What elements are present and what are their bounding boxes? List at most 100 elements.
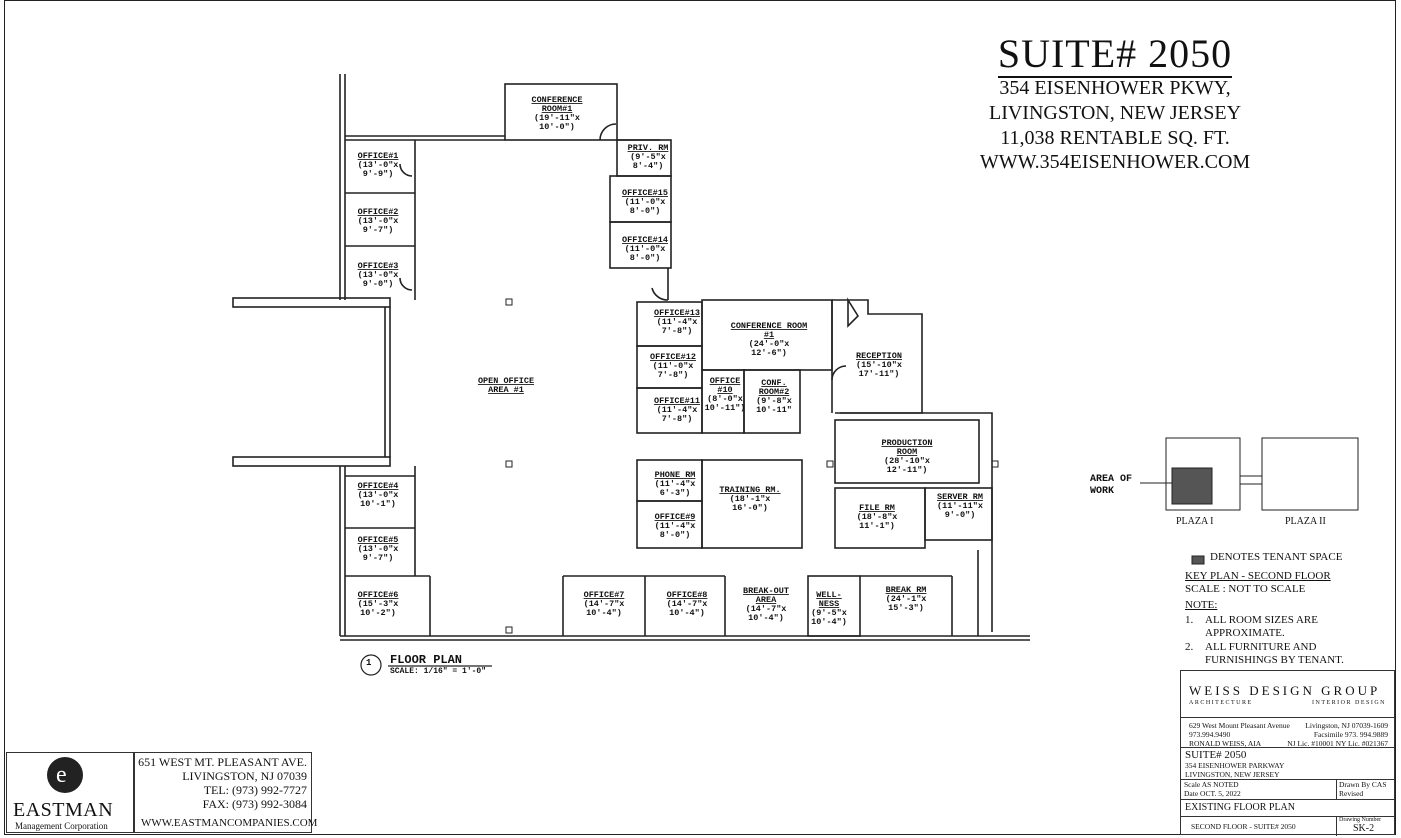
date-field: Date OCT. 5, 2022 <box>1184 789 1241 798</box>
room-name: PHONE RM <box>655 470 696 480</box>
room-label-conf2: CONF.ROOM#2(9'-8"x10'-11" <box>756 378 792 415</box>
room-size: 8'-0") <box>660 530 691 540</box>
room-name: SERVER RM <box>937 492 983 502</box>
eastman-address: 651 WEST MT. PLEASANT AVE.LIVINGSTON, NJ… <box>138 755 307 811</box>
drawing-title: EXISTING FLOOR PLAN <box>1185 802 1295 813</box>
drawing-number: SK-2 <box>1353 823 1375 834</box>
room-label-office14: OFFICE#14(11'-0"x8'-0") <box>622 235 668 263</box>
key-plan-diagram <box>1140 437 1359 565</box>
room-size: 9'-7") <box>363 553 394 563</box>
room-size: 10'-4") <box>811 617 847 627</box>
room-label-phone: PHONE RM(11'-4"x6'-3") <box>655 470 696 498</box>
room-size: 10'-4") <box>586 608 622 618</box>
room-label-conf-mid: CONFERENCE ROOM#1(24'-0"x12'-6") <box>731 321 808 358</box>
room-size: 10'-0") <box>539 122 575 132</box>
room-size: 7'-8") <box>662 414 693 424</box>
room-name: OFFICE#11 <box>654 396 700 406</box>
room-size: 9'-9") <box>363 169 394 179</box>
room-size: (11'-4"x <box>657 317 698 327</box>
room-name: AREA #1 <box>488 385 524 395</box>
city-line: LIVINGSTON, NEW JERSEY <box>988 102 1242 124</box>
title-block: WEISS DESIGN GROUP ARCHITECTURE INTERIOR… <box>1180 670 1395 836</box>
eastman-name: EASTMAN <box>13 799 114 821</box>
room-name: OFFICE#3 <box>358 261 399 271</box>
room-name: OFFICE#9 <box>655 512 696 522</box>
room-label-file: FILE RM(18'-8"x11'-1") <box>857 503 898 531</box>
revised-field: Revised <box>1339 789 1364 798</box>
drawing-number-label: Drawing Number <box>1339 817 1382 823</box>
caption-title: FLOOR PLAN <box>390 653 463 667</box>
room-size: 10'-11") <box>705 403 746 413</box>
sheet-description: SECOND FLOOR - SUITE# 2050 <box>1191 822 1296 831</box>
room-size: 8'-4") <box>633 161 664 171</box>
room-size: (13'-0"x <box>358 270 399 280</box>
room-size: (11'-11"x <box>937 501 983 511</box>
room-name: OFFICE#13 <box>654 308 700 318</box>
room-name: OFFICE#12 <box>650 352 696 362</box>
room-size: (13'-0"x <box>358 216 399 226</box>
room-label-office9: OFFICE#9(11'-4"x8'-0") <box>655 512 696 540</box>
room-label-office6: OFFICE#6(15'-3"x10'-2") <box>358 590 399 618</box>
room-name: BREAK RM <box>886 585 927 595</box>
room-label-office15: OFFICE#15(11'-0"x8'-0") <box>622 188 668 216</box>
room-label-reception: RECEPTION(15'-10"x17'-11") <box>856 351 902 379</box>
room-size: 12'-6") <box>751 348 787 358</box>
room-label-office1: OFFICE#1(13'-0"x9'-9") <box>358 151 399 179</box>
room-size: (13'-0"x <box>358 544 399 554</box>
room-name: CONFERENCE <box>531 95 582 105</box>
room-name: CONFERENCE ROOM <box>731 321 808 331</box>
room-label-wellness: WELL-NESS(9'-5"x10'-4") <box>811 590 847 627</box>
address-line: 354 EISENHOWER PKWY, <box>999 77 1231 99</box>
room-size: 8'-0") <box>630 253 661 263</box>
scale-field: Scale AS NOTED <box>1184 780 1239 789</box>
room-name: ROOM <box>897 447 917 457</box>
room-name: #1 <box>764 330 774 340</box>
room-label-office8: OFFICE#8(14'-7"x10'-4") <box>667 590 708 618</box>
room-label-training: TRAINING RM.(18'-1"x16'-0") <box>719 485 780 513</box>
room-size: (24'-1"x <box>886 594 927 604</box>
room-size: 17'-11") <box>859 369 900 379</box>
room-name: OFFICE#15 <box>622 188 668 198</box>
room-name: PRIV. RM <box>628 143 669 153</box>
key-plan-scale: SCALE : NOT TO SCALE <box>1185 583 1306 595</box>
room-size: (13'-0"x <box>358 490 399 500</box>
room-size: 6'-3") <box>660 488 691 498</box>
room-label-office13: OFFICE#13(11'-4"x7'-8") <box>654 308 700 336</box>
room-size: (15'-3"x <box>358 599 399 609</box>
room-name: ROOM#1 <box>542 104 573 114</box>
room-size: (19'-11"x <box>534 113 580 123</box>
room-size: (24'-0"x <box>749 339 790 349</box>
room-label-office10: OFFICE#10(8'-0"x10'-11") <box>705 376 746 413</box>
room-name: OFFICE#4 <box>358 481 399 491</box>
room-size: (14'-7"x <box>746 604 787 614</box>
eastman-logo-box: e EASTMAN Management Corporation <box>6 752 134 833</box>
suite-title: SUITE# 2050 <box>997 31 1233 78</box>
room-size: 8'-0") <box>630 206 661 216</box>
room-size: (8'-0"x <box>707 394 743 404</box>
caption-number: 1 <box>366 658 372 668</box>
room-size: (14'-7"x <box>667 599 708 609</box>
room-label-priv: PRIV. RM(9'-5"x8'-4") <box>628 143 669 171</box>
room-size: (18'-1"x <box>730 494 771 504</box>
room-size: (11'-4"x <box>657 405 698 415</box>
room-size: 9'-0") <box>363 279 394 289</box>
room-name: OFFICE#2 <box>358 207 399 217</box>
website-line: WWW.354EISENHOWER.COM <box>979 151 1251 173</box>
room-name: AREA <box>756 595 777 605</box>
legend-text: DENOTES TENANT SPACE <box>1210 551 1343 563</box>
project-title: SUITE# 2050 <box>1185 749 1247 761</box>
room-name: NESS <box>819 599 839 609</box>
caption-scale: SCALE: 1/16" = 1'-0" <box>390 667 487 676</box>
room-size: 9'-7") <box>363 225 394 235</box>
room-name: OFFICE#14 <box>622 235 668 245</box>
room-name: TRAINING RM. <box>719 485 780 495</box>
